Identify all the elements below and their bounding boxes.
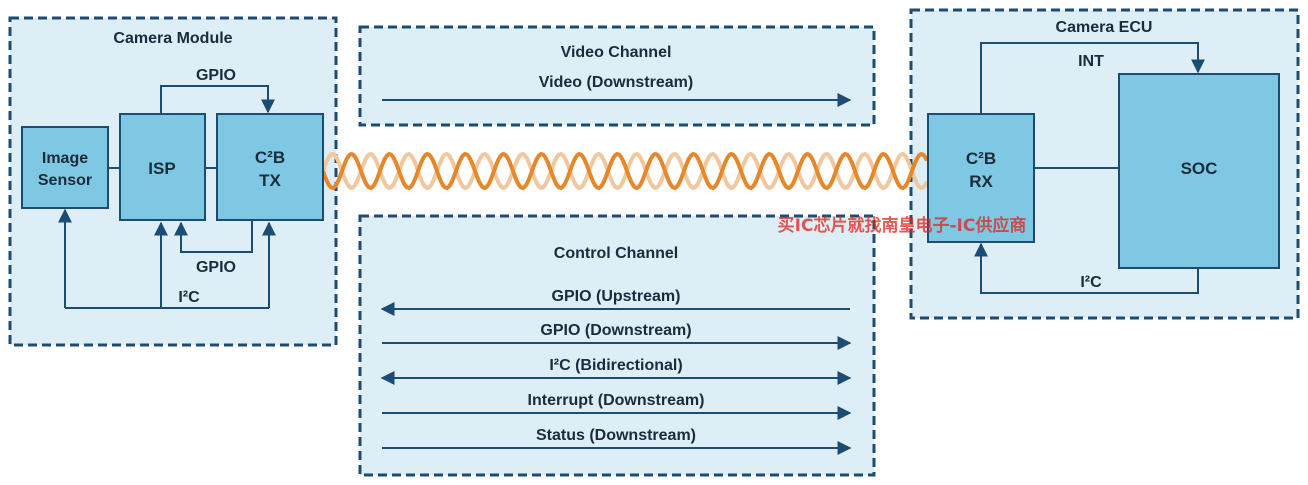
int-label: INT — [1078, 53, 1104, 70]
c2b-tx-label-line2: TX — [259, 171, 281, 190]
c2b-rx-block — [927, 113, 1035, 243]
video-channel-arrow-label-0: Video (Downstream) — [539, 74, 693, 91]
c2b-rx-label-line2: RX — [969, 172, 993, 191]
control-channel-arrow-label-4: Status (Downstream) — [536, 427, 696, 444]
i2c-label-ecu: I²C — [1080, 274, 1102, 291]
gpio-label-bottom: GPIO — [196, 259, 236, 276]
isp-label: ISP — [148, 159, 175, 178]
camera-module-title: Camera Module — [113, 30, 232, 47]
c2b-tx-label-line1: C²B — [255, 148, 285, 167]
c2b-rx-label-line1: C²B — [966, 149, 996, 168]
control-channel-arrow-label-0: GPIO (Upstream) — [552, 288, 681, 305]
control-channel-arrow-label-3: Interrupt (Downstream) — [528, 392, 705, 409]
control-channel-arrow-label-1: GPIO (Downstream) — [540, 322, 691, 339]
soc-label: SOC — [1181, 159, 1218, 178]
i2c-label-module: I²C — [178, 289, 200, 306]
cable-wire-back — [321, 151, 929, 191]
ecu-wiring — [974, 42, 1205, 294]
isp-block — [119, 113, 206, 221]
image-sensor-label-line2: Sensor — [38, 172, 92, 189]
image-sensor-label-line1: Image — [42, 150, 88, 167]
watermark-text: 买IC芯片就找南皇电子-IC供应商 — [778, 215, 1027, 236]
soc-block — [1118, 73, 1280, 269]
control-channel-title: Control Channel — [554, 245, 678, 262]
camera-module-wiring — [58, 85, 276, 309]
c2b-tx-block — [216, 113, 324, 221]
control-channel-panel — [358, 214, 876, 477]
control-channel-arrow-label-2: I²C (Bidirectional) — [549, 357, 682, 374]
video-channel-title: Video Channel — [561, 44, 672, 61]
camera-ecu-title: Camera ECU — [1056, 19, 1153, 36]
channel-arrows — [380, 93, 852, 455]
cable-wire-front — [321, 151, 929, 191]
twisted-pair-cable — [321, 151, 929, 191]
image-sensor-block — [21, 126, 109, 209]
gpio-label-top: GPIO — [196, 67, 236, 84]
video-channel-panel — [358, 25, 876, 127]
